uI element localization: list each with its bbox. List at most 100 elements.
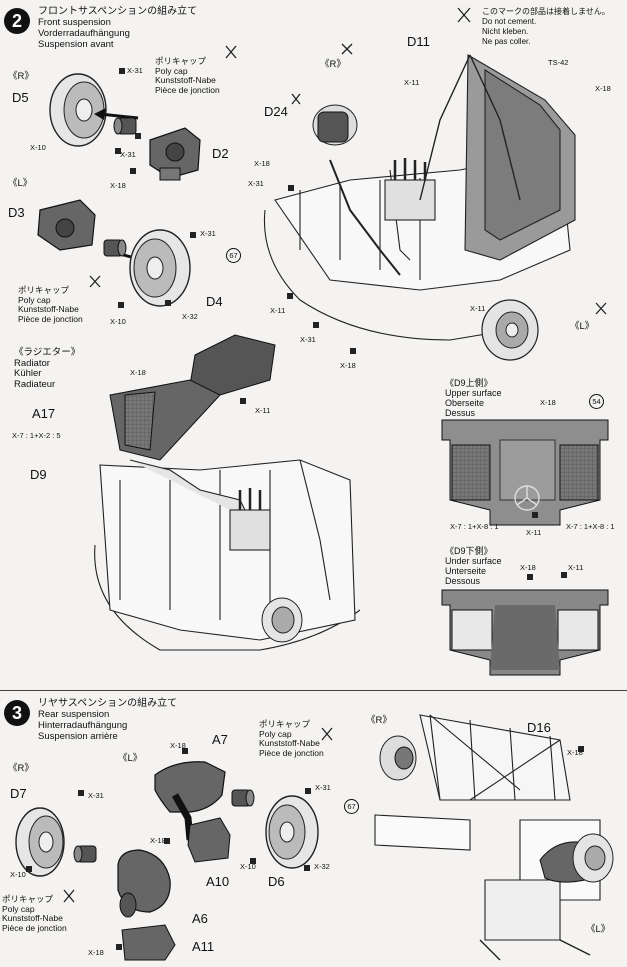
part-x11: X-11 — [526, 528, 542, 537]
left-side-label: 《L》 — [118, 753, 143, 764]
paint-color-54: 54 — [589, 394, 604, 409]
d9-upper-de: Oberseite — [445, 398, 485, 408]
d6-brake-disc — [265, 795, 319, 869]
part-x11: X-11 — [568, 563, 584, 572]
upright-r-assembly — [379, 735, 417, 781]
wheel-hub-l — [539, 833, 614, 883]
poly-cap-fr: Pièce de jonction — [259, 747, 324, 758]
d9-upper-drawing — [441, 419, 609, 526]
step-2-title-fr: Suspension avant — [38, 39, 114, 50]
part-x18: X-18 — [150, 836, 166, 845]
poly-cap-part — [231, 789, 255, 807]
radiator-drawing — [109, 334, 276, 461]
d9-upper-title: 《D9上側》 — [445, 378, 493, 388]
poly-cap-fr: Pièce de jonction — [155, 84, 220, 95]
d9-upper-mix-left: X-7 : 1+X-8 : 1 — [450, 522, 499, 531]
part-x31: X-31 — [127, 66, 143, 75]
part-x31: X-31 — [120, 150, 136, 159]
d9-upper-fr: Dessus — [445, 408, 476, 418]
radiator-en: Radiator — [14, 357, 50, 369]
part-d3: D3 — [8, 205, 25, 220]
part-d9: D9 — [30, 467, 47, 482]
part-x18: X-18 — [110, 181, 126, 190]
part-x18: X-18 — [130, 368, 146, 377]
do-not-cement-notice: このマークの部品は接着しません。 Do not cement. Nicht kl… — [482, 7, 610, 47]
d7-brake-disc — [15, 807, 65, 877]
part-a6: A6 — [192, 911, 208, 926]
d9-lower-de: Unterseite — [445, 566, 487, 576]
a6-upright — [117, 849, 171, 918]
a11-lower-part — [121, 924, 176, 961]
poly-cap-jp: ポリキャップ — [2, 894, 54, 904]
right-side-label: 《R》 — [8, 763, 34, 774]
part-ts42: TS-42 — [548, 58, 569, 67]
radiator-paint-mix: X-7 : 1+X-2 : 5 — [12, 431, 61, 440]
poly-cap-part — [73, 845, 97, 863]
d9-lower-drawing — [441, 589, 609, 676]
notice-en: Do not cement. — [482, 17, 537, 26]
radiator-jp: 《ラジエター》 — [14, 347, 81, 358]
part-x18: X-18 — [595, 84, 611, 93]
d9-lower-en: Under surface — [445, 556, 502, 566]
step-2-title: フロントサスペンションの組み立て Front suspension Vorder… — [38, 6, 197, 50]
notice-de: Nicht kleben. — [482, 27, 529, 36]
part-x18: X-18 — [254, 159, 270, 168]
part-x10: X-10 — [110, 317, 126, 326]
right-side-label: 《R》 — [8, 71, 34, 82]
poly-cap-en: Poly cap — [155, 65, 188, 76]
step-3-number: 3 — [4, 700, 30, 726]
d4-brake-disc — [129, 229, 191, 307]
poly-cap-de: Kunststoff-Nabe — [18, 304, 79, 314]
poly-cap-part — [113, 117, 137, 135]
wheel-hub-l — [481, 299, 539, 361]
poly-cap-de: Kunststoff-Nabe — [155, 75, 216, 85]
part-d11: D11 — [407, 34, 430, 49]
notice-fr: Ne pas coller. — [482, 37, 531, 46]
radiator-fr: Radiateur — [14, 378, 56, 390]
part-x31: X-31 — [248, 179, 264, 188]
part-x10: X-10 — [30, 143, 46, 152]
part-d16: D16 — [527, 720, 551, 735]
left-side-label: 《L》 — [586, 924, 611, 935]
step-3-title-jp: リヤサスペンションの組み立て — [38, 698, 178, 709]
poly-cap-en: Poly cap — [259, 728, 292, 739]
part-x31: X-31 — [315, 783, 331, 792]
d9-lower-title: 《D9下側》 — [445, 546, 493, 556]
arrow — [99, 112, 139, 120]
paint-color-67: 67 — [344, 799, 359, 814]
part-x32: X-32 — [314, 862, 330, 871]
notice-jp: このマークの部品は接着しません。 — [482, 7, 610, 16]
left-side-label: 《L》 — [570, 321, 595, 332]
poly-cap-fr: Pièce de jonction — [2, 922, 67, 933]
part-d6: D6 — [268, 874, 285, 889]
d3-upright — [37, 199, 96, 251]
section-divider — [0, 690, 627, 691]
step-3-title-en: Rear suspension — [38, 709, 110, 720]
right-side-label: 《R》 — [320, 59, 346, 70]
rear-suspension-drawing — [374, 714, 601, 961]
part-x18: X-18 — [540, 398, 556, 407]
part-x31: X-31 — [200, 229, 216, 238]
poly-cap-label: ポリキャップ Poly cap Kunststoff-Nabe Pièce de… — [18, 285, 83, 324]
poly-cap-jp: ポリキャップ — [155, 56, 207, 66]
poly-cap-jp: ポリキャップ — [259, 719, 311, 729]
part-x18: X-18 — [88, 948, 104, 957]
a10-part — [187, 817, 231, 863]
part-x18: X-18 — [567, 748, 583, 757]
radiator-label: 《ラジエター》 Radiator Kühler Radiateur — [14, 347, 81, 390]
part-d5: D5 — [12, 90, 29, 105]
do-not-cement-icon — [63, 7, 607, 903]
part-a10: A10 — [206, 874, 230, 889]
step-3-title-de: Hinterradaufhängung — [38, 720, 128, 731]
right-side-label: 《R》 — [366, 715, 392, 726]
d9-lower-label: 《D9下側》 Under surface Unterseite Dessous — [445, 546, 502, 586]
poly-cap-part — [103, 239, 127, 257]
step-3-title: リヤサスペンションの組み立て Rear suspension Hinterrad… — [38, 698, 177, 742]
part-x18: X-18 — [520, 563, 536, 572]
left-side-label: 《L》 — [8, 178, 33, 189]
poly-cap-de: Kunststoff-Nabe — [259, 738, 320, 748]
part-x31: X-31 — [88, 791, 104, 800]
poly-cap-de: Kunststoff-Nabe — [2, 913, 63, 923]
part-x10: X-10 — [240, 862, 256, 871]
part-d4: D4 — [206, 294, 223, 309]
